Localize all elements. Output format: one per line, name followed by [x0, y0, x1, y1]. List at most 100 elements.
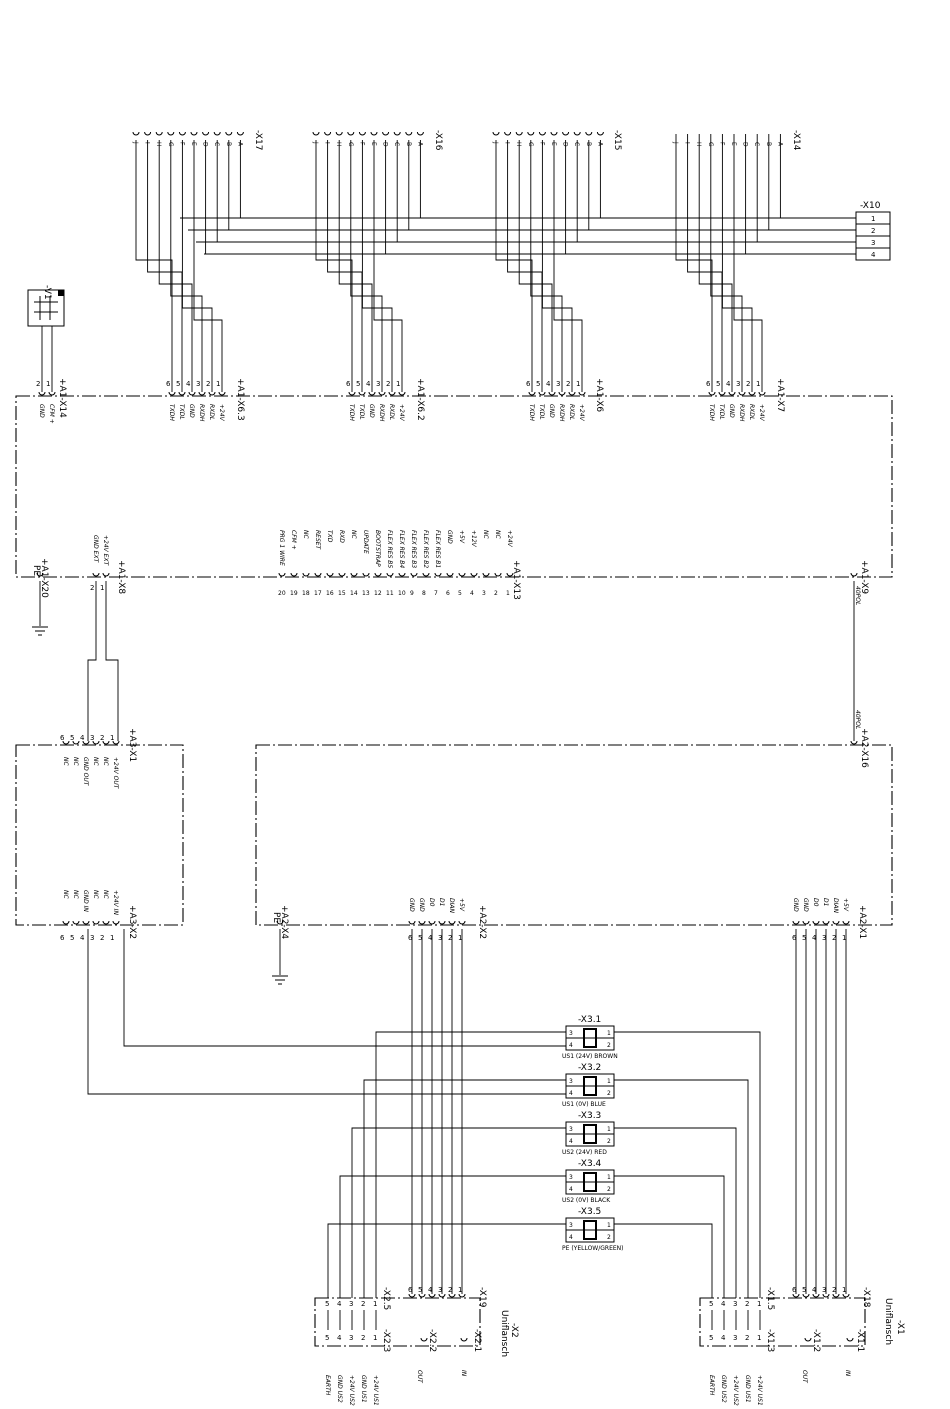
- x13-signal: GND: [446, 530, 453, 544]
- bus-pin: [515, 131, 523, 136]
- a1-controller-box: [15, 395, 893, 578]
- a2x1-pin-number: 3: [822, 934, 826, 942]
- x13-pin: [338, 572, 346, 577]
- wire: [339, 1175, 566, 1298]
- x6-pin: [368, 391, 376, 396]
- x18-pin-number: 5: [802, 1286, 806, 1294]
- x3-pin-number: 1: [607, 1222, 611, 1229]
- wire: [158, 140, 193, 392]
- a2-x2-label: +A2-X2: [477, 905, 487, 939]
- a3x1-pin-number: 5: [70, 734, 74, 742]
- x19-pin-number: 3: [438, 1286, 442, 1294]
- x6-pin-number: 5: [536, 380, 540, 388]
- x6-pin-number: 1: [216, 380, 220, 388]
- x18-pin: [842, 1293, 850, 1298]
- bus-letter-J: J: [312, 141, 319, 144]
- x6-pin-number: 1: [396, 380, 400, 388]
- x13-pin-number: 18: [302, 590, 310, 597]
- a3x2-pin: [82, 920, 90, 925]
- a3x1-pin-number: 1: [110, 734, 114, 742]
- x8-signal: +24V EXT: [102, 535, 109, 567]
- wire: [675, 140, 713, 392]
- x6-signal: TXDL: [178, 404, 185, 420]
- x19-pin: [458, 1293, 466, 1298]
- bus-pin: [596, 131, 604, 136]
- x6-signal: RXDL: [208, 404, 215, 420]
- x13-signal: CFM +: [290, 530, 297, 550]
- x13-pin-number: 7: [434, 590, 438, 597]
- io-pin: [804, 1337, 812, 1342]
- x8-signal: GND EXT: [92, 535, 99, 564]
- x15b-pin-number: 4: [721, 1300, 726, 1308]
- bus-pin: [132, 131, 140, 136]
- x3-label: -X3.4: [578, 1159, 602, 1169]
- x13b-signal: +24V US1: [756, 1375, 763, 1406]
- x1-uniflansch-box: [699, 1297, 866, 1347]
- bus-letter-B: B: [585, 142, 592, 146]
- wire: [123, 929, 566, 1047]
- a2x2-pin-number: 2: [448, 934, 452, 942]
- a3x1-pin-number: 2: [100, 734, 104, 742]
- bus-pin: [190, 131, 198, 136]
- x13-pin-number: 10: [398, 590, 406, 597]
- x23-signal: +24V US2: [348, 1375, 355, 1406]
- a3x2-pin: [62, 920, 70, 925]
- x3-jumper-icon: [583, 1220, 597, 1240]
- x13-signal: PRG 1 WIRE: [278, 530, 285, 566]
- x3-pin-number: 2: [607, 1042, 611, 1049]
- x6-signal: RXDL: [388, 404, 395, 420]
- x19-pin: [438, 1293, 446, 1298]
- bus-pin: [585, 131, 593, 136]
- x13-signal: NC: [350, 530, 357, 539]
- x6-signal: TXDL: [718, 404, 725, 420]
- a2x1-pin-number: 5: [802, 934, 806, 942]
- x3-label: -X3.5: [578, 1207, 601, 1217]
- x6-pin-number: 1: [756, 380, 760, 388]
- bus-letter-G: G: [707, 142, 714, 147]
- a3x2-signal: +24V IN: [112, 890, 119, 915]
- x6-pin-number: 4: [726, 380, 731, 388]
- x13b-pin-number: 5: [709, 1334, 713, 1342]
- a3x2-pin-number: 4: [80, 934, 85, 942]
- x6-signal: TXDH: [168, 404, 175, 421]
- wire: [135, 140, 173, 392]
- x9-pin: [850, 572, 858, 577]
- x13-signal: +5V: [458, 530, 465, 544]
- bus-pin: [202, 131, 210, 136]
- x18-pin: [822, 1293, 830, 1298]
- x10-pin-1: 1: [871, 215, 875, 223]
- x6-pin-number: 4: [186, 380, 191, 388]
- x13-pin: [470, 572, 478, 577]
- wire: [710, 140, 743, 392]
- x3-pin-number: 4: [569, 1090, 573, 1097]
- bus-pin: [144, 131, 152, 136]
- bus-letter-F: F: [718, 142, 725, 146]
- a3x2-pin: [92, 920, 100, 925]
- bus-pin: [562, 131, 570, 136]
- wire: [375, 1031, 566, 1298]
- x3-label: -X3.3: [578, 1111, 601, 1121]
- wire: [518, 140, 553, 392]
- x13-signal: TXD: [326, 530, 333, 543]
- x13b-pin-number: 3: [733, 1334, 737, 1342]
- x18-pin-number: 6: [792, 1286, 797, 1294]
- x14-pin-number: 1: [46, 380, 50, 388]
- a2x2-pin-number: 5: [418, 934, 422, 942]
- x13b-signal: EARTH: [708, 1375, 715, 1396]
- bus-letter-H: H: [515, 142, 522, 147]
- x6-pin-number: 3: [376, 380, 380, 388]
- x6-pin: [538, 391, 546, 396]
- wire: [351, 1127, 566, 1298]
- x18-label: -X18: [861, 1287, 871, 1308]
- bus-pin: [492, 131, 500, 136]
- a2x1-signal: D1: [822, 898, 829, 906]
- x3-connector-blocks: [565, 1025, 615, 1243]
- a3x1-pin-number: 4: [80, 734, 85, 742]
- io-pin: [420, 1337, 428, 1342]
- x15b-pin-number: 2: [745, 1300, 749, 1308]
- x13-signal: BOOTSTRAP: [374, 530, 381, 567]
- x8-pin-number: 1: [100, 584, 104, 592]
- bus-pin: [335, 131, 343, 136]
- a3x2-signal: NC: [62, 890, 69, 899]
- bus-letter-C: C: [213, 142, 220, 146]
